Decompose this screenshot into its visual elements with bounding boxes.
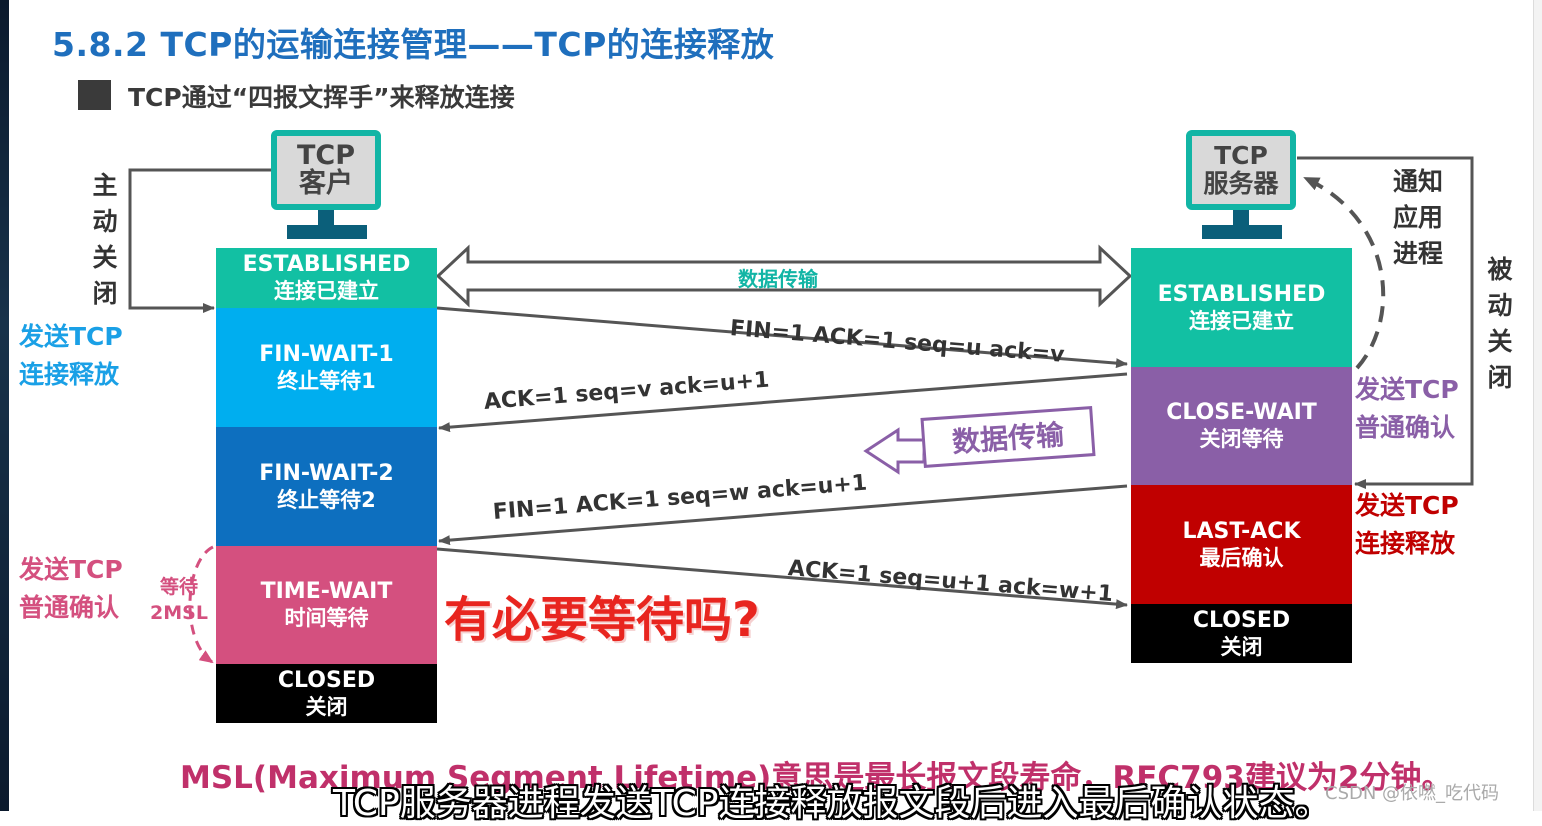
passive-close-char: 闭 [1487, 363, 1513, 392]
state-en: FIN-WAIT-1 [259, 341, 394, 367]
label-line: 发送TCP [1355, 491, 1459, 520]
active-close-char: 关 [92, 243, 118, 272]
state-zh: 终止等待1 [277, 368, 376, 393]
server-send-release-label: 发送TCP 连接释放 [1355, 487, 1459, 563]
server-computer-label-2: 服务器 [1203, 169, 1279, 198]
state-en: ESTABLISHED [1157, 281, 1326, 307]
label-line: 发送TCP [19, 322, 123, 351]
client-send-release-label: 发送TCP 连接释放 [19, 318, 123, 394]
label-line: 连接释放 [19, 360, 120, 389]
video-subtitle: TCP服务器进程发送TCP连接释放报文段后进入最后确认状态。 [333, 783, 1331, 824]
client-computer-label-2: 客户 [299, 168, 353, 199]
state-zh: 时间等待 [284, 606, 369, 630]
watermark: CSDN @依嘫_吃代码 [1325, 783, 1500, 804]
label-line: 普通确认 [1355, 413, 1456, 442]
wait-2msl-label: 等待 2MSL [146, 574, 212, 626]
server-state-established: ESTABLISHED 连接已建立 [1131, 248, 1352, 367]
server-state-closed: CLOSED 关闭 [1131, 604, 1352, 663]
question-text: 有必要等待吗? [444, 592, 760, 648]
active-close-char: 主 [92, 171, 118, 200]
client-state-closed: CLOSED 关闭 [216, 664, 437, 723]
state-en: CLOSE-WAIT [1166, 400, 1317, 425]
label-line: 等待 [159, 576, 198, 598]
video-right-edge [1533, 0, 1542, 811]
server-state-close-wait: CLOSE-WAIT 关闭等待 [1131, 367, 1352, 485]
data-callout-arrow [863, 427, 926, 475]
label-line: 2MSL [150, 602, 208, 624]
notify-app-arrow [1303, 176, 1386, 370]
data-transfer-label: 数据传输 [738, 267, 818, 291]
passive-close-char: 动 [1487, 291, 1513, 320]
state-en: LAST-ACK [1182, 518, 1301, 544]
passive-close-char: 被 [1487, 255, 1513, 284]
state-zh: 关闭 [305, 694, 348, 719]
server-send-ack-label: 发送TCP 普通确认 [1355, 371, 1459, 447]
notify-line: 应用 [1393, 203, 1444, 232]
client-base [287, 225, 367, 239]
state-zh: 连接已建立 [274, 279, 379, 303]
client-stand [318, 210, 334, 226]
msl-note: MSL(Maximum Segment Lifetime)意思是最长报文段寿命，… [180, 760, 1453, 796]
label-line: 连接释放 [1355, 529, 1456, 558]
active-close-label: 主 动 关 闭 [90, 168, 120, 312]
notify-app-label: 通知 应用 进程 [1393, 164, 1443, 272]
server-state-last-ack: LAST-ACK 最后确认 [1131, 485, 1352, 604]
client-state-fin-wait-2: FIN-WAIT-2 终止等待2 [216, 427, 437, 546]
notify-line: 通知 [1393, 167, 1444, 196]
msg4-line [436, 547, 1128, 610]
active-close-bracket [128, 168, 272, 313]
callout-text: 数据传输 [951, 418, 1066, 459]
state-en: FIN-WAIT-2 [259, 460, 394, 486]
label-line: 发送TCP [19, 555, 123, 584]
active-close-char: 闭 [92, 279, 118, 308]
state-zh: 最后确认 [1199, 545, 1284, 570]
server-computer-label-1: TCP [1214, 141, 1268, 170]
page-title: 5.8.2 TCP的运输连接管理——TCP的连接释放 [52, 25, 775, 64]
active-close-char: 动 [92, 207, 118, 236]
msg2-line [438, 372, 1128, 433]
state-en: TIME-WAIT [260, 579, 393, 604]
msg3-line [438, 484, 1128, 546]
state-en: CLOSED [1192, 607, 1291, 633]
client-state-time-wait: TIME-WAIT 时间等待 [216, 546, 437, 664]
msg1-line [436, 306, 1128, 369]
bullet-square-icon [78, 80, 111, 110]
server-computer-icon: TCP 服务器 [1186, 130, 1296, 210]
client-state-established: ESTABLISHED 连接已建立 [216, 248, 437, 308]
passive-close-char: 关 [1487, 327, 1513, 356]
notify-line: 进程 [1393, 239, 1444, 268]
server-stand [1233, 210, 1249, 226]
state-zh: 连接已建立 [1189, 308, 1294, 333]
server-base [1202, 225, 1282, 239]
state-zh: 终止等待2 [277, 487, 376, 512]
passive-close-label: 被 动 关 闭 [1485, 252, 1515, 396]
video-left-edge [0, 0, 9, 811]
client-computer-label-1: TCP [296, 140, 356, 171]
label-line: 发送TCP [1355, 375, 1459, 404]
state-zh: 关闭 [1220, 634, 1263, 659]
client-computer-icon: TCP 客户 [271, 130, 381, 210]
passive-close-bracket [1297, 156, 1474, 489]
label-line: 普通确认 [19, 593, 120, 622]
state-en: CLOSED [277, 667, 376, 693]
data-transfer-double-arrow [435, 244, 1133, 308]
state-zh: 关闭等待 [1199, 427, 1284, 451]
subtitle: TCP通过“四报文挥手”来释放连接 [128, 83, 515, 112]
state-en: ESTABLISHED [242, 252, 411, 277]
client-state-fin-wait-1: FIN-WAIT-1 终止等待1 [216, 308, 437, 427]
client-send-ack-label: 发送TCP 普通确认 [19, 551, 123, 627]
